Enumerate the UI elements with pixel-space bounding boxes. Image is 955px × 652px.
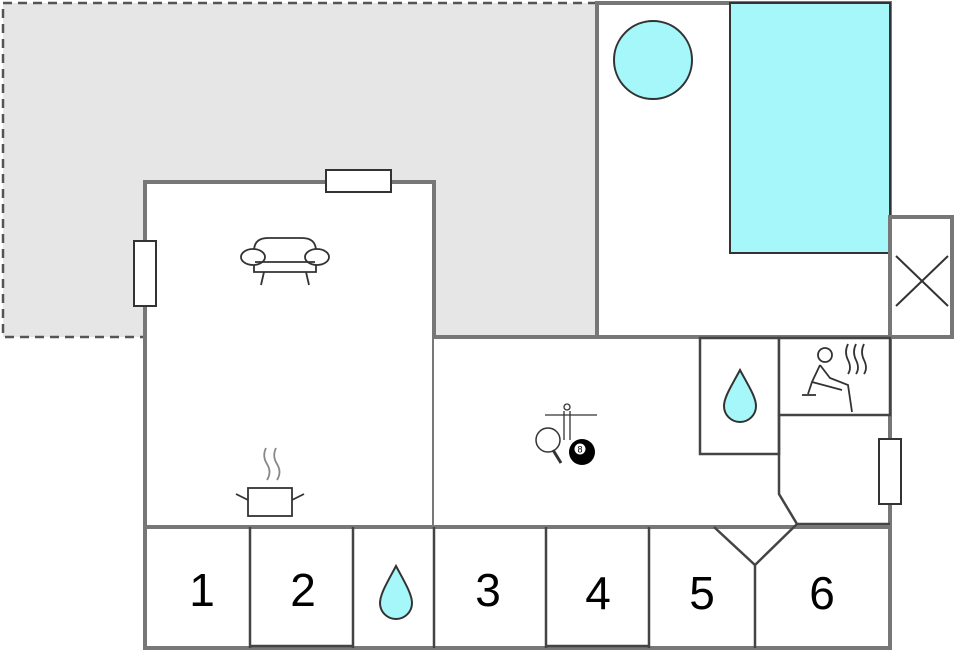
terrace-outline xyxy=(1,1,597,339)
water-drop-icon xyxy=(722,367,758,423)
sofa-icon xyxy=(240,237,330,286)
room-1-label: 1 xyxy=(189,564,215,616)
terrace-area xyxy=(3,3,597,337)
svg-text:8: 8 xyxy=(577,445,582,455)
water-drop-icon xyxy=(378,563,414,620)
billiard-ball-icon: 8 xyxy=(569,439,595,465)
sauna-room xyxy=(777,336,892,417)
room-2-label: 2 xyxy=(290,564,316,616)
bottom-row-outline xyxy=(143,525,892,650)
sauna-icon xyxy=(802,343,867,413)
hot-tub-icon xyxy=(613,20,693,100)
room-5-label: 5 xyxy=(689,567,715,619)
window xyxy=(325,169,392,193)
room-6-label: 6 xyxy=(809,567,835,619)
living-room xyxy=(143,180,436,529)
room-4-label: 4 xyxy=(585,567,611,619)
cooking-pot-icon xyxy=(235,447,305,517)
table-football-icon xyxy=(545,403,597,440)
corridor-chevron xyxy=(713,523,798,567)
hallway-walls xyxy=(777,415,890,526)
storage-cross-b xyxy=(895,255,949,307)
table-tennis-icon xyxy=(535,427,563,464)
storage-room xyxy=(888,215,954,339)
window xyxy=(133,240,157,307)
room-3-label: 3 xyxy=(475,564,501,616)
pool-icon xyxy=(729,2,891,254)
window xyxy=(878,438,902,505)
